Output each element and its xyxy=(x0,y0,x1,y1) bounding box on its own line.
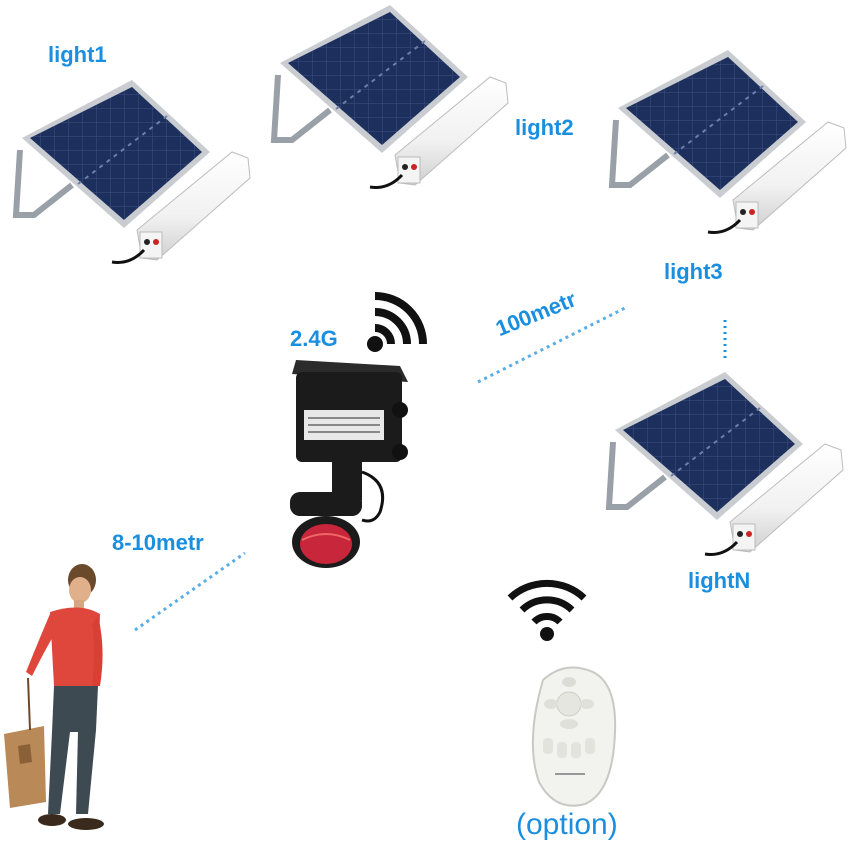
led-tube-icon xyxy=(369,76,509,189)
motion-sensor-icon xyxy=(290,360,408,568)
solar-panel-icon xyxy=(12,80,210,228)
solar-light-unit-1 xyxy=(12,80,251,264)
solar-light-unit-n xyxy=(605,372,844,556)
label-light1: light1 xyxy=(48,42,107,67)
solar-panel-icon xyxy=(608,50,806,198)
solar-panel-icon xyxy=(270,5,468,153)
solar-panel-icon xyxy=(605,372,803,520)
wifi-signal-icon xyxy=(507,579,587,641)
led-tube-icon xyxy=(111,151,251,264)
person-icon xyxy=(4,564,104,830)
solar-light-unit-3 xyxy=(608,50,847,234)
wifi-signal-icon xyxy=(367,292,427,352)
label-lightn: lightN xyxy=(688,568,751,593)
range-line-person xyxy=(134,551,246,632)
led-tube-icon xyxy=(707,121,847,234)
remote-control-icon xyxy=(531,666,617,807)
label-frequency: 2.4G xyxy=(290,326,338,351)
label-light2: light2 xyxy=(515,115,574,140)
label-light3: light3 xyxy=(664,259,723,284)
remote-caption: (option) xyxy=(516,808,618,841)
solar-light-unit-2 xyxy=(270,5,509,189)
led-tube-icon xyxy=(704,443,844,556)
label-range-person: 8-10metr xyxy=(112,530,204,555)
